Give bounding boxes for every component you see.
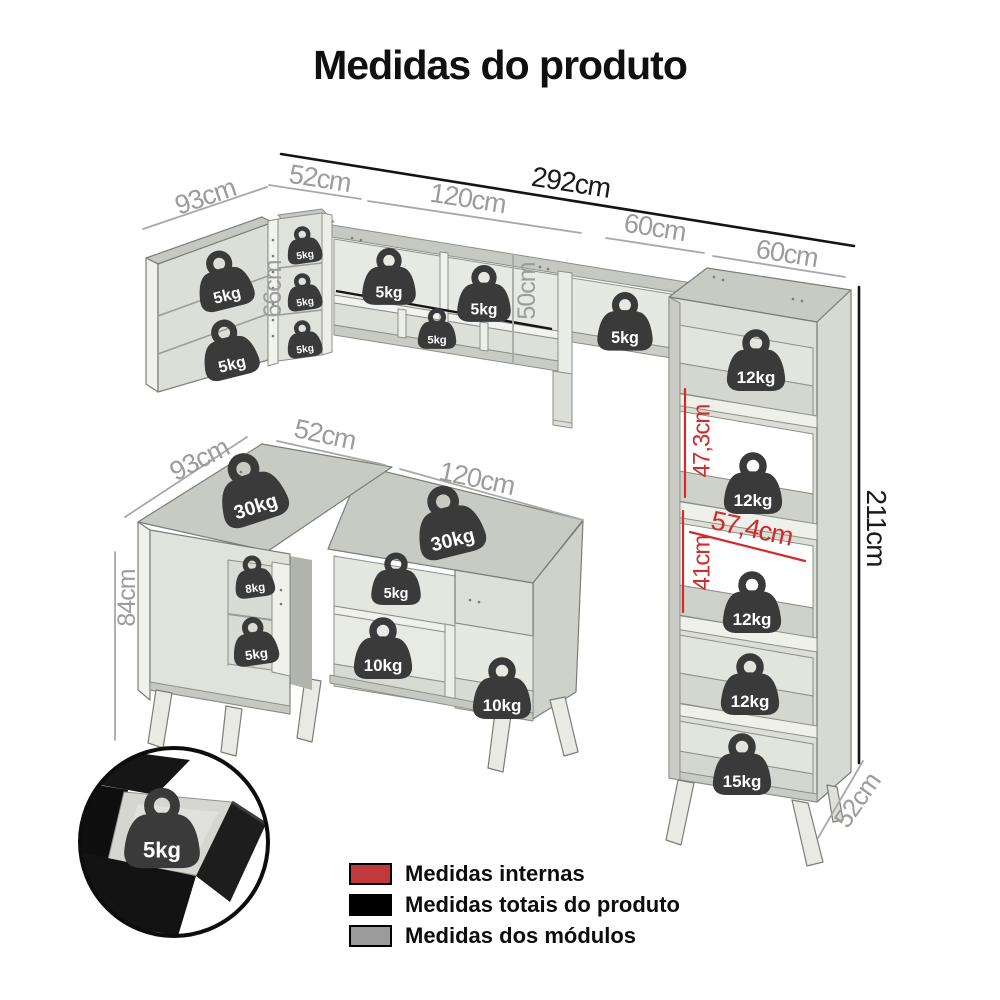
legend-label: Medidas dos módulos bbox=[405, 922, 637, 948]
dimension-label: 93cm bbox=[171, 172, 239, 221]
weight-badge-label: 10kg bbox=[483, 696, 522, 715]
weight-badge: 5kg bbox=[287, 273, 323, 312]
dimension-label: 41cm bbox=[688, 536, 715, 591]
weight-badge-label: 12kg bbox=[734, 491, 773, 510]
weight-badge: 5kg bbox=[234, 617, 280, 667]
weight-badge-label: 5kg bbox=[384, 586, 409, 602]
weight-badge: 5kg bbox=[124, 787, 200, 869]
weight-badge: 12kg bbox=[720, 653, 780, 715]
dimension-label: 84cm bbox=[113, 569, 141, 626]
weight-badge-label: 15kg bbox=[723, 772, 762, 791]
weight-badge: 5kg bbox=[287, 226, 323, 265]
weight-badge: 5kg bbox=[417, 308, 457, 349]
weight-badges: 5kg 5kg 5kg 5kg 5kg 5kg 5kg 5kg 5kg 12kg 12kg 12kg 1… bbox=[124, 226, 786, 869]
screw-holes bbox=[271, 236, 550, 338]
dimension-label: 66cm bbox=[259, 260, 287, 317]
weight-badge-label: 5kg bbox=[296, 249, 315, 262]
weight-badge: 30kg bbox=[419, 485, 487, 561]
dimension-label: 292cm bbox=[529, 161, 612, 204]
dimension-label: 50cm bbox=[513, 262, 541, 319]
weight-badge-label: 5kg bbox=[611, 329, 639, 347]
weight-badge-label: 12kg bbox=[737, 368, 776, 387]
dimension-lines bbox=[114, 152, 864, 839]
legend-label: Medidas internas bbox=[405, 860, 585, 886]
module-measures-swatch bbox=[349, 924, 392, 947]
weight-badge: 12kg bbox=[726, 329, 786, 391]
weight-badge-label: 5kg bbox=[143, 838, 181, 863]
weight-badge: 15kg bbox=[712, 733, 772, 795]
weight-badge-label: 12kg bbox=[731, 692, 770, 711]
weight-badge: 5kg bbox=[597, 291, 653, 351]
internal-measures-swatch bbox=[349, 862, 392, 885]
weight-badge-label: 5kg bbox=[296, 343, 315, 356]
legend-row-internal: Medidas internas bbox=[349, 858, 680, 889]
legend-row-total: Medidas totais do produto bbox=[349, 889, 680, 920]
weight-badge: 8kg bbox=[235, 555, 276, 599]
legend-row-modules: Medidas dos módulos bbox=[349, 920, 680, 951]
weight-badge: 5kg bbox=[204, 319, 260, 382]
inset-circle-border bbox=[78, 746, 270, 938]
weight-badge: 5kg bbox=[457, 265, 511, 322]
weight-badge-label: 5kg bbox=[376, 284, 403, 301]
weight-badge: 30kg bbox=[222, 453, 290, 529]
weight-badge-label: 5kg bbox=[471, 301, 498, 318]
weight-badge: 12kg bbox=[722, 571, 782, 633]
dimension-label: 211cm bbox=[861, 490, 892, 567]
weight-badge: 5kg bbox=[287, 320, 323, 359]
weight-badge-label: 12kg bbox=[733, 610, 772, 629]
weight-badge-label: 8kg bbox=[245, 581, 266, 596]
weight-badge-label: 10kg bbox=[364, 656, 403, 675]
weight-badge: 5kg bbox=[371, 552, 421, 605]
legend: Medidas internas Medidas totais do produ… bbox=[349, 858, 680, 951]
cabinet-gap-shadow bbox=[290, 556, 312, 690]
weight-badge: 5kg bbox=[362, 248, 416, 305]
dimension-label: 52cm bbox=[291, 413, 358, 455]
tall-cabinet bbox=[665, 267, 852, 867]
dimension-label: 120cm bbox=[428, 178, 508, 220]
weight-badge-label: 5kg bbox=[244, 645, 269, 663]
dimension-label: 47,3cm bbox=[688, 405, 715, 478]
weight-badge-label: 5kg bbox=[427, 335, 446, 347]
weight-badge: 10kg bbox=[353, 617, 413, 679]
weight-badge: 12kg bbox=[723, 452, 783, 514]
legend-label: Medidas totais do produto bbox=[405, 891, 680, 917]
page-title: Medidas do produto bbox=[313, 42, 688, 88]
weight-badge-label: 5kg bbox=[296, 296, 315, 309]
weight-badge: 5kg bbox=[199, 250, 255, 313]
total-measures-swatch bbox=[349, 893, 392, 916]
weight-badge: 10kg bbox=[472, 657, 532, 719]
